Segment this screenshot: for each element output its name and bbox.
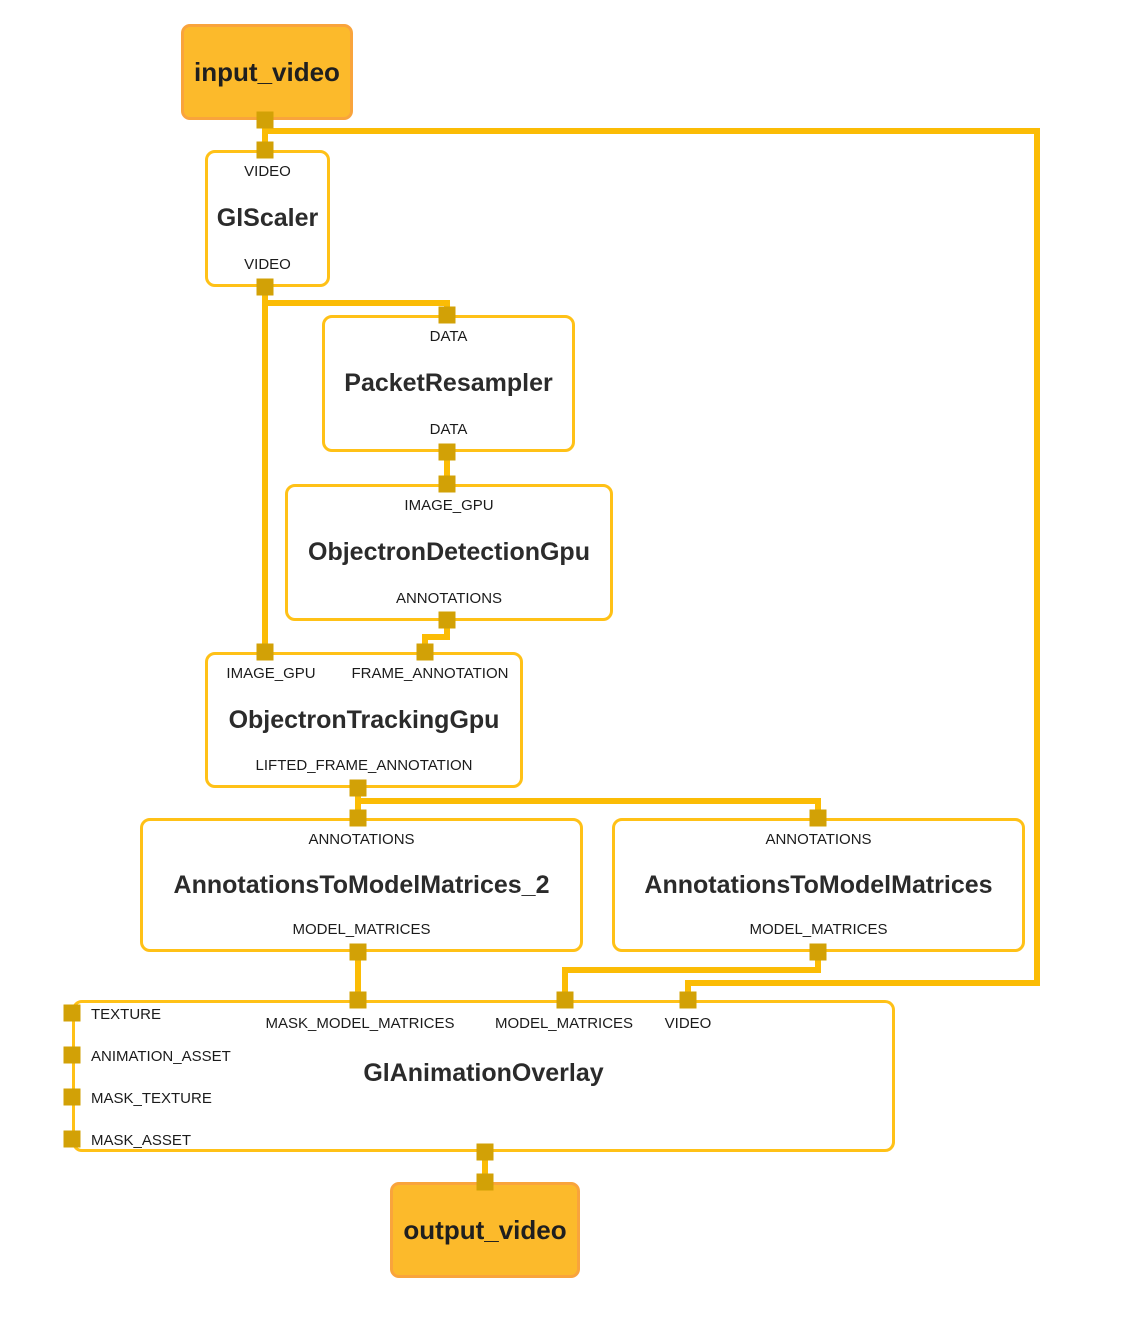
node-title: output_video — [403, 1214, 567, 1245]
node-output-video[interactable]: output_video — [390, 1182, 580, 1278]
input-port-label: MASK_MODEL_MATRICES — [265, 1015, 455, 1032]
port-connector — [63, 1004, 81, 1022]
port-connector — [256, 141, 274, 159]
side-input-port-label: TEXTURE — [91, 1006, 162, 1023]
output-port-label: DATA — [429, 420, 468, 438]
port-connector — [679, 991, 697, 1009]
port-connector — [438, 443, 456, 461]
node-title: PacketResampler — [344, 369, 553, 397]
node-objectron-detection-gpu[interactable]: IMAGE_GPU ObjectronDetectionGpu ANNOTATI… — [285, 484, 613, 621]
side-input-port-label: ANIMATION_ASSET — [91, 1048, 231, 1065]
input-port-label: MODEL_MATRICES — [494, 1015, 634, 1032]
input-port-label: IMAGE_GPU — [404, 497, 494, 514]
output-port-label: MODEL_MATRICES — [749, 920, 888, 938]
node-packetresampler[interactable]: DATA PacketResampler DATA — [322, 315, 575, 452]
port-connector — [809, 809, 827, 827]
input-port-label: VIDEO — [244, 163, 291, 180]
port-connector — [63, 1088, 81, 1106]
port-connector — [63, 1130, 81, 1148]
node-gl-animation-overlay[interactable]: MASK_MODEL_MATRICES MODEL_MATRICES VIDEO… — [72, 1000, 895, 1152]
node-annotations-to-model-matrices[interactable]: ANNOTATIONS AnnotationsToModelMatrices M… — [612, 818, 1025, 952]
port-connector — [256, 111, 274, 129]
port-connector — [438, 475, 456, 493]
input-port-label: IMAGE_GPU — [226, 665, 316, 682]
port-connector — [476, 1143, 494, 1161]
output-port-label: VIDEO — [244, 255, 291, 273]
node-input-video[interactable]: input_video — [181, 24, 353, 120]
node-title: input_video — [194, 56, 340, 87]
port-connector — [349, 991, 367, 1009]
output-port-label: ANNOTATIONS — [395, 589, 503, 607]
node-title: ObjectronTrackingGpu — [228, 705, 500, 734]
node-objectron-tracking-gpu[interactable]: IMAGE_GPU FRAME_ANNOTATION ObjectronTrac… — [205, 652, 523, 788]
input-port-row: IMAGE_GPU FRAME_ANNOTATION — [208, 665, 520, 683]
output-port-label: LIFTED_FRAME_ANNOTATION — [255, 756, 473, 774]
output-port-label: MODEL_MATRICES — [292, 920, 431, 938]
port-connector — [416, 643, 434, 661]
edge-inputvideo-overlay-video — [265, 128, 1040, 1003]
port-connector — [63, 1046, 81, 1064]
port-connector — [349, 779, 367, 797]
node-glscaler[interactable]: VIDEO GlScaler VIDEO — [205, 150, 330, 287]
port-connector — [349, 809, 367, 827]
node-title: AnnotationsToModelMatrices — [644, 870, 993, 899]
port-connector — [438, 306, 456, 324]
port-connector — [809, 943, 827, 961]
port-connector — [256, 278, 274, 296]
node-annotations-to-model-matrices-2[interactable]: ANNOTATIONS AnnotationsToModelMatrices_2… — [140, 818, 583, 952]
input-port-label: ANNOTATIONS — [765, 831, 872, 848]
side-input-port-label: MASK_ASSET — [91, 1132, 192, 1149]
input-port-label: DATA — [429, 328, 468, 345]
input-port-label: FRAME_ANNOTATION — [351, 665, 509, 682]
node-title: AnnotationsToModelMatrices_2 — [173, 870, 550, 899]
port-connector — [438, 611, 456, 629]
port-connector — [556, 991, 574, 1009]
port-connector — [476, 1173, 494, 1191]
port-connector — [256, 643, 274, 661]
node-title: ObjectronDetectionGpu — [308, 538, 590, 566]
node-title: GlAnimationOverlay — [363, 1059, 604, 1087]
side-input-port-label: MASK_TEXTURE — [91, 1090, 212, 1107]
input-port-label: VIDEO — [664, 1015, 712, 1032]
port-connector — [349, 943, 367, 961]
input-port-label: ANNOTATIONS — [308, 831, 415, 848]
node-title: GlScaler — [216, 204, 319, 232]
